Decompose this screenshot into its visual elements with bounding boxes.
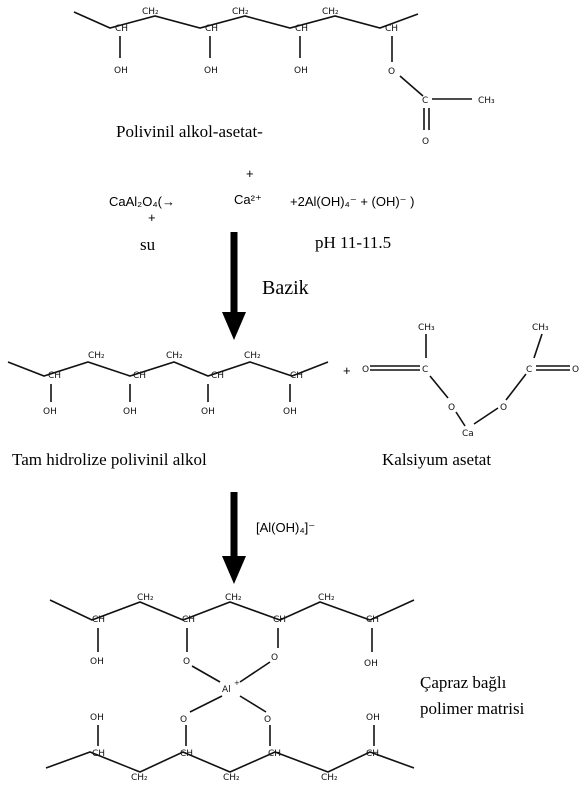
crosslinked-label-line1: Çapraz bağlı — [420, 673, 507, 692]
ch3-group: CH₃ — [418, 323, 435, 333]
ch2-group: CH₂ — [142, 7, 159, 17]
o-atom: O — [183, 657, 190, 667]
calcium-acetate-label: Kalsiyum asetat — [382, 450, 491, 469]
c-atom: C — [422, 365, 428, 375]
oh-group: OH — [364, 659, 378, 669]
ch-group: CH — [273, 615, 286, 625]
products-formula: +2Al(OH)₄⁻ + (OH)⁻ ) — [290, 194, 414, 209]
o-atom: O — [180, 715, 187, 725]
ch2-group: CH₂ — [244, 351, 261, 361]
calcium-acetate-structure: CH₃ O C O Ca O C CH₃ O — [362, 323, 579, 439]
oh-group: OH — [90, 657, 104, 667]
ch3-group: CH₃ — [532, 323, 549, 333]
plus-sign: + — [246, 166, 254, 181]
ch-group: CH — [48, 371, 61, 381]
o-atom: O — [271, 653, 278, 663]
ch-group: CH — [92, 749, 105, 759]
ch2-group: CH₂ — [137, 593, 154, 603]
polyvinyl-acetate-label: Polivinil alkol-asetat- — [116, 122, 263, 141]
ch-group: CH — [211, 371, 224, 381]
reaction-arrow — [222, 492, 246, 584]
plus-sign: + — [343, 363, 351, 378]
reactant-formula: CaAl₂O₄(→ — [109, 194, 175, 209]
al-atom: Al — [222, 685, 231, 695]
ch2-group: CH₂ — [225, 593, 242, 603]
ch-group: CH — [290, 371, 303, 381]
water-label: su — [140, 235, 156, 254]
reaction-equation: + CaAl₂O₄(→ Ca²⁺ +2Al(OH)₄⁻ + (OH)⁻ ) + … — [109, 166, 414, 254]
ch-group: CH — [295, 24, 308, 34]
oh-group: OH — [90, 713, 104, 723]
ch2-group: CH₂ — [166, 351, 183, 361]
oh-group: OH — [43, 407, 57, 417]
calcium-ion: Ca²⁺ — [234, 192, 262, 207]
o-atom: O — [500, 403, 507, 413]
o-atom: O — [422, 137, 429, 147]
ch2-group: CH₂ — [131, 773, 148, 783]
ch2-group: CH₂ — [232, 7, 249, 17]
ch3-group: CH₃ — [478, 96, 495, 106]
condition-label: Bazik — [262, 277, 309, 299]
ch-group: CH — [366, 749, 379, 759]
c-atom: C — [422, 96, 428, 106]
ch-group: CH — [182, 615, 195, 625]
ch-group: CH — [205, 24, 218, 34]
oh-group: OH — [204, 66, 218, 76]
ch2-group: CH₂ — [321, 773, 338, 783]
hydrolyzed-pva-label: Tam hidrolize polivinil alkol — [12, 450, 207, 469]
ch-group: CH — [92, 615, 105, 625]
oh-group: OH — [283, 407, 297, 417]
oh-group: OH — [201, 407, 215, 417]
oh-group: OH — [366, 713, 380, 723]
oh-group: OH — [114, 66, 128, 76]
ch2-group: CH₂ — [322, 7, 339, 17]
ch-group: CH — [180, 749, 193, 759]
al-charge: + — [234, 679, 240, 687]
ph-label: pH 11-11.5 — [315, 233, 391, 252]
oh-group: OH — [123, 407, 137, 417]
hydrolyzed-pva-structure: CH CH₂ CH CH₂ CH CH₂ CH OH OH OH OH — [7, 351, 329, 417]
crosslinked-label-line2: polimer matrisi — [420, 699, 525, 718]
ch-group: CH — [115, 24, 128, 34]
o-atom: O — [362, 365, 369, 375]
plus-sign: + — [148, 210, 156, 225]
ch2-group: CH₂ — [88, 351, 105, 361]
polyvinyl-acetate-structure: CH CH₂ CH CH₂ CH CH₂ CH OH OH OH O C CH₃… — [73, 7, 495, 147]
o-atom: O — [388, 67, 395, 77]
ch-group: CH — [133, 371, 146, 381]
o-atom: O — [264, 715, 271, 725]
ca-atom: Ca — [462, 429, 474, 439]
oh-group: OH — [294, 66, 308, 76]
c-atom: C — [526, 365, 532, 375]
ch-group: CH — [268, 749, 281, 759]
crosslinked-matrix-structure: CH CH₂ CH CH₂ CH CH₂ CH OH OH O O Al + O… — [45, 593, 415, 783]
ch2-group: CH₂ — [223, 773, 240, 783]
ch-group: CH — [366, 615, 379, 625]
catalyst-label: [Al(OH)₄]⁻ — [256, 520, 315, 535]
o-atom: O — [572, 365, 579, 375]
ch2-group: CH₂ — [318, 593, 335, 603]
ch-group: CH — [385, 24, 398, 34]
reaction-arrow — [222, 232, 246, 340]
o-atom: O — [448, 403, 455, 413]
